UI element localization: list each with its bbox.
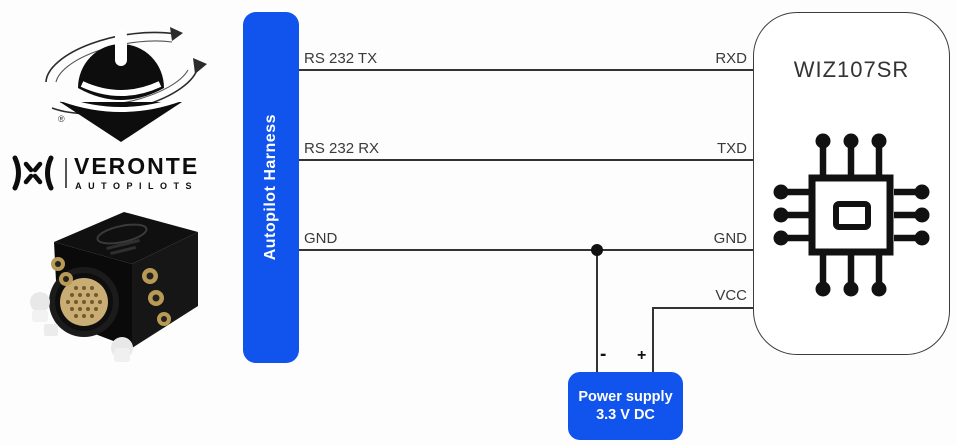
power-supply-label-line2: 3.3 V DC <box>596 407 655 423</box>
power-supply-box: Power supply 3.3 V DC <box>568 372 683 440</box>
pin-label-gnd-left: GND <box>304 230 338 247</box>
pin-label-gnd-right: GND <box>713 230 747 247</box>
wiz107sr-module-box: WIZ107SR <box>753 12 950 355</box>
minus-terminal-label: - <box>600 344 607 365</box>
veronte-logo-icon: ® <box>45 27 207 142</box>
autopilot-harness-label: Autopilot Harness <box>262 114 279 261</box>
wire-gnd-drop <box>596 249 598 373</box>
wire-rs232rx-txd <box>299 159 753 161</box>
autopilot-harness-bar: Autopilot Harness <box>243 12 299 363</box>
plus-terminal-label: + <box>637 347 647 364</box>
brand-name: VERONTE <box>74 153 200 179</box>
pin-label-rxd: RXD <box>715 50 747 67</box>
pin-label-vcc: VCC <box>715 287 747 304</box>
wordmark-divider <box>65 158 67 188</box>
wiz107sr-title: WIZ107SR <box>793 57 910 82</box>
veronte-wordmark: VERONTE AUTOPILOTS <box>8 152 238 194</box>
chip-icon <box>773 133 930 297</box>
wire-vcc <box>652 307 753 309</box>
pin-label-rs232-tx: RS 232 TX <box>304 50 378 67</box>
wire-rs232tx-rxd <box>299 69 753 71</box>
power-supply-label-line1: Power supply <box>578 389 673 405</box>
gnd-junction-dot <box>591 244 603 256</box>
wire-gnd <box>299 249 753 251</box>
pin-label-rs232-rx: RS 232 RX <box>304 140 380 157</box>
veronte-mark-icon <box>12 155 54 191</box>
wire-vcc-drop <box>652 307 654 373</box>
brand-subtitle: AUTOPILOTS <box>75 181 199 191</box>
veronte-autopilot-photo <box>30 212 198 362</box>
pin-label-txd: TXD <box>717 140 747 157</box>
registered-mark: ® <box>58 114 65 124</box>
